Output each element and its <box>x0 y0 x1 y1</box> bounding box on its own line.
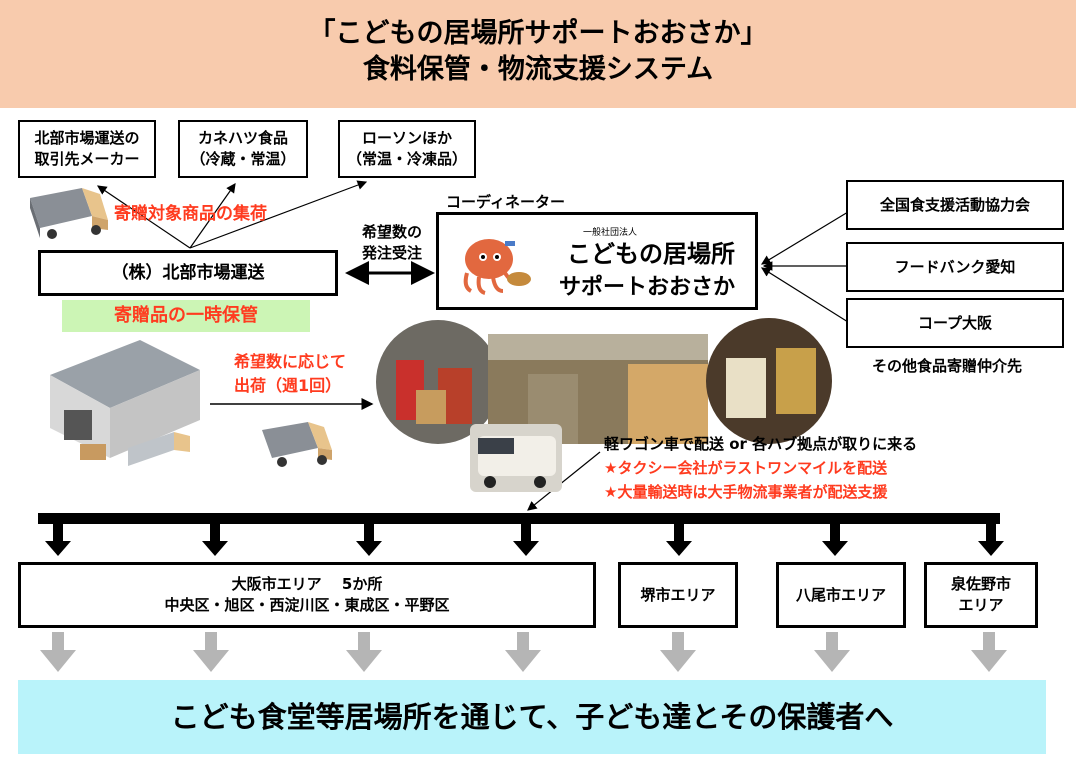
donor-2-line1: カネハツ食品 <box>197 129 288 147</box>
warehouse-photo <box>488 334 708 444</box>
area-izumisano-box: 泉佐野市 エリア <box>924 562 1038 628</box>
partners-note: その他食品寄贈仲介先 <box>872 357 1023 375</box>
gray-arrows <box>40 632 1007 672</box>
arrow-partner-3 <box>760 267 849 323</box>
distribution-bar <box>38 513 1000 524</box>
shipment-line1: 希望数に応じて <box>234 352 347 371</box>
warehouse-icon <box>50 340 200 466</box>
van-photo <box>470 424 562 492</box>
coordinator-box: 一般社団法人 こどもの居場所 サポートおおさか <box>436 212 758 310</box>
partner-box-3: コープ大阪 <box>846 298 1064 348</box>
truck-icon <box>30 188 108 239</box>
arrow-to-donor-1 <box>97 185 191 249</box>
delivery-line2: ★タクシー会社がラストワンマイルを配送 <box>604 459 888 477</box>
hokubu-box: （株）北部市場運送 <box>38 250 338 296</box>
donor-3-line1: ローソンほか <box>361 129 452 147</box>
collection-label: 寄贈対象商品の集荷 <box>114 204 267 224</box>
shipment-line2: 出荷（週1回） <box>234 376 342 395</box>
area-osaka-box: 大阪市エリア 5か所 中央区・旭区・西淀川区・東成区・平野区 <box>18 562 596 628</box>
request-label: 希望数の 発注受注 <box>354 222 430 264</box>
arrow-to-donor-3 <box>189 180 368 249</box>
logo-line1: こどもの居場所 <box>567 239 735 268</box>
donor-box-3: ローソンほか （常温・冷凍品） <box>338 120 476 178</box>
page-subtitle: 食料保管・物流支援システム <box>362 54 714 85</box>
food-photo <box>706 318 832 444</box>
arrow-to-donor-2 <box>189 183 236 249</box>
delivery-line3: ★大量輸送時は大手物流事業者が配送支援 <box>604 483 888 501</box>
area-osaka-wards: 中央区・旭区・西淀川区・東成区・平野区 <box>164 596 450 614</box>
truck-icon-2 <box>262 422 332 467</box>
delivery-arrow <box>527 451 601 511</box>
donor-2-line2: （冷蔵・常温） <box>190 150 296 168</box>
temp-storage-label: 寄贈品の一時保管 <box>62 300 310 332</box>
area-izumisano-line1: 泉佐野市 <box>950 575 1011 593</box>
donor-1-line1: 北部市場運送の <box>34 129 140 147</box>
donor-box-2: カネハツ食品 （冷蔵・常温） <box>178 120 308 178</box>
coordinator-label: コーディネーター <box>446 193 565 211</box>
distribution-arrows <box>45 524 1004 556</box>
bottom-message: こども食堂等居場所を通じて、子ども達とその保護者へ <box>18 680 1046 754</box>
header-banner: 「こどもの居場所サポートおおさか」 食料保管・物流支援システム <box>0 0 1076 108</box>
shipment-label: 希望数に応じて 出荷（週1回） <box>234 350 346 398</box>
warehouse-photo-workers <box>376 320 500 444</box>
logo-line2: サポートおおさか <box>559 274 736 300</box>
partner-box-1: 全国食支援活動協力会 <box>846 180 1064 230</box>
arrow-partner-1 <box>760 211 849 265</box>
request-line1: 希望数の <box>361 223 422 241</box>
area-izumisano-line2: エリア <box>958 596 1004 614</box>
area-osaka-title: 大阪市エリア 5か所 <box>231 575 383 593</box>
partner-box-2: フードバンク愛知 <box>846 242 1064 292</box>
logo-octopus-icon <box>463 239 531 295</box>
logo-org-type: 一般社団法人 <box>583 228 638 238</box>
delivery-line1: 軽ワゴン車で配送 or 各ハブ拠点が取りに来る <box>604 435 918 453</box>
donor-1-line2: 取引先メーカー <box>34 150 140 168</box>
page-title: 「こどもの居場所サポートおおさか」 <box>308 18 768 49</box>
donor-3-line2: （常温・冷凍品） <box>346 150 467 168</box>
area-sakai-box: 堺市エリア <box>618 562 738 628</box>
area-yao-box: 八尾市エリア <box>776 562 906 628</box>
donor-box-1: 北部市場運送の取引先メーカー <box>18 120 156 178</box>
request-line2: 発注受注 <box>361 244 422 262</box>
